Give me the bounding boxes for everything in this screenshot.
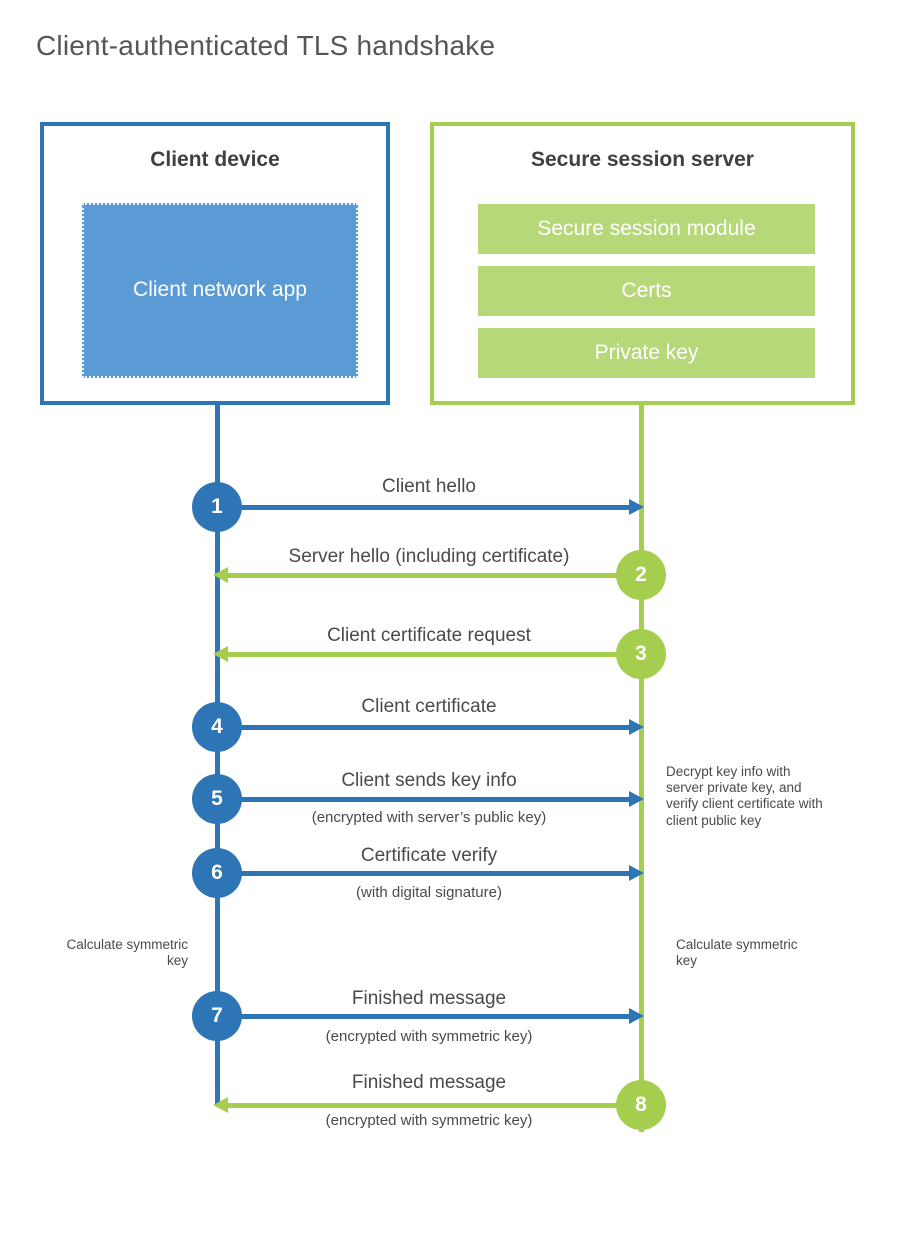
step-8-arrow [213, 1097, 641, 1113]
arrow-right-icon [629, 1008, 644, 1024]
arrow-right-icon [629, 791, 644, 807]
arrow-left-icon [213, 1097, 228, 1113]
step-6-label: Certificate verify [360, 845, 498, 866]
arrow-right-icon [629, 499, 644, 515]
client-network-app-label: Client network app [133, 278, 307, 302]
note-calculate-symmetric-key-server: Calculate symmetric key [676, 937, 798, 969]
server-lifeline [639, 405, 644, 1132]
server-box: Secure session server Secure session mod… [430, 122, 855, 405]
step-3-circle: 3 [616, 629, 666, 679]
step-6-arrow [217, 865, 644, 881]
module-secure-session: Secure session module [478, 204, 815, 254]
step-2-arrow [213, 567, 641, 583]
step-2-circle: 2 [616, 550, 666, 600]
step-7-label: Finished message [351, 988, 507, 1009]
step-8-sublabel: (encrypted with symmetric key) [325, 1112, 533, 1129]
client-device-title: Client device [150, 148, 280, 171]
step-1-arrow [217, 499, 644, 515]
step-4-arrow [217, 719, 644, 735]
arrow-left-icon [213, 646, 228, 662]
module-private-key-label: Private key [594, 341, 699, 364]
step-3-label: Client certificate request [327, 625, 531, 646]
server-modules: Secure session module Certs Private key [478, 204, 815, 390]
step-1-label: Client hello [382, 476, 476, 497]
arrow-right-icon [629, 719, 644, 735]
step-6-circle: 6 [192, 848, 242, 898]
step-4-label: Client certificate [361, 696, 497, 717]
step-1-circle: 1 [192, 482, 242, 532]
client-lifeline [215, 405, 220, 1106]
step-5-label: Client sends key info [341, 770, 517, 791]
step-5-arrow [217, 791, 644, 807]
module-secure-session-label: Secure session module [537, 217, 756, 240]
module-private-key: Private key [478, 328, 815, 378]
step-7-arrow [217, 1008, 644, 1024]
note-decrypt-key-info: Decrypt key info with server private key… [666, 764, 823, 828]
module-certs-label: Certs [621, 279, 672, 302]
step-6-sublabel: (with digital signature) [356, 884, 502, 901]
step-4-circle: 4 [192, 702, 242, 752]
step-3-arrow [213, 646, 641, 662]
page-title: Client-authenticated TLS handshake [36, 30, 496, 61]
step-5-sublabel: (encrypted with server’s public key) [311, 809, 547, 826]
note-calculate-symmetric-key-client: Calculate symmetric key [66, 937, 188, 969]
module-certs: Certs [478, 266, 815, 316]
step-8-circle: 8 [616, 1080, 666, 1130]
step-5-circle: 5 [192, 774, 242, 824]
arrow-left-icon [213, 567, 228, 583]
client-network-app-box: Client network app [82, 203, 358, 378]
step-2-label: Server hello (including certificate) [288, 546, 570, 567]
arrow-right-icon [629, 865, 644, 881]
step-8-label: Finished message [351, 1072, 507, 1093]
server-title: Secure session server [531, 148, 754, 171]
client-device-box: Client device Client network app [40, 122, 390, 405]
step-7-circle: 7 [192, 991, 242, 1041]
step-7-sublabel: (encrypted with symmetric key) [325, 1028, 533, 1045]
